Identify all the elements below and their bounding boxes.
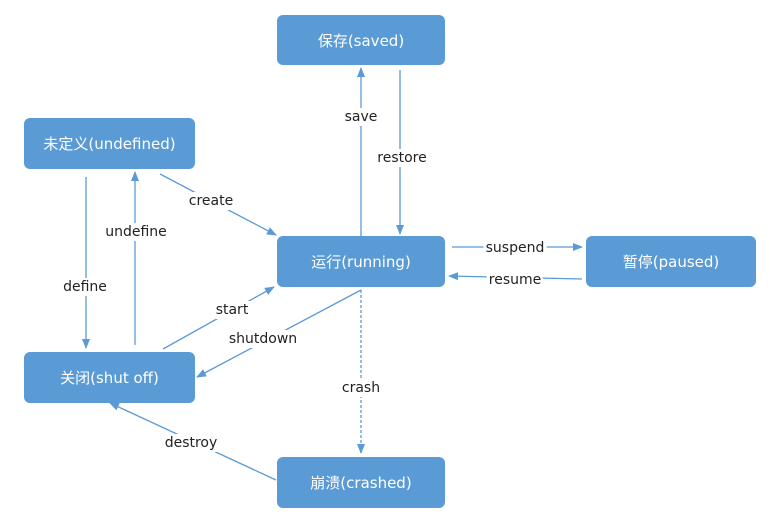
state-paused: 暂停(paused) bbox=[586, 236, 756, 287]
state-running-label: 运行(running) bbox=[311, 253, 411, 271]
state-crashed-label: 崩溃(crashed) bbox=[310, 474, 412, 492]
label-destroy: destroy bbox=[162, 434, 220, 452]
label-start: start bbox=[213, 301, 251, 319]
state-undefined: 未定义(undefined) bbox=[24, 118, 195, 169]
label-suspend: suspend bbox=[483, 239, 547, 257]
label-define: define bbox=[61, 278, 109, 296]
label-shutdown: shutdown bbox=[226, 330, 300, 348]
state-paused-label: 暂停(paused) bbox=[622, 253, 720, 271]
state-shutoff: 关闭(shut off) bbox=[24, 352, 195, 403]
label-crash: crash bbox=[339, 379, 383, 397]
state-saved: 保存(saved) bbox=[277, 15, 445, 65]
state-running: 运行(running) bbox=[277, 236, 445, 287]
state-undefined-label: 未定义(undefined) bbox=[43, 135, 176, 153]
label-save: save bbox=[342, 108, 380, 126]
state-shutoff-label: 关闭(shut off) bbox=[60, 369, 159, 387]
label-resume: resume bbox=[486, 271, 544, 289]
label-undefine: undefine bbox=[103, 223, 169, 241]
state-crashed: 崩溃(crashed) bbox=[277, 457, 445, 508]
state-saved-label: 保存(saved) bbox=[317, 31, 405, 50]
label-create: create bbox=[186, 192, 236, 210]
label-restore: restore bbox=[375, 149, 429, 167]
